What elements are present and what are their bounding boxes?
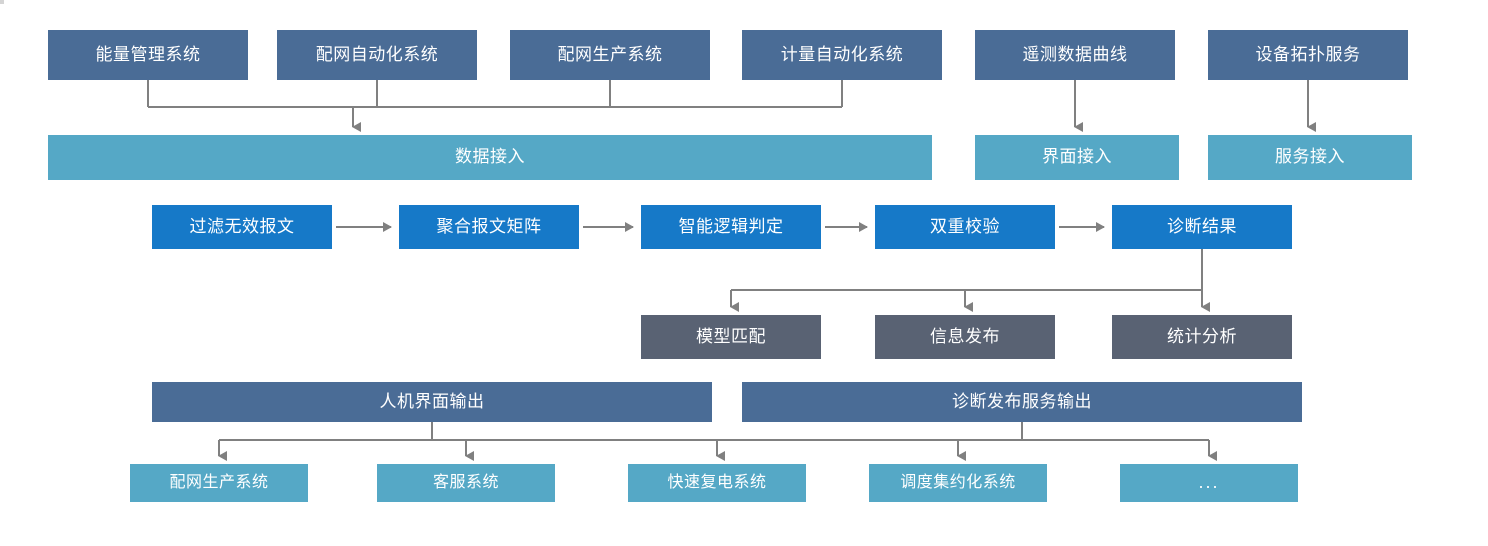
sink-box-more[interactable]: ... [1120,464,1298,502]
analysis-box-label: 信息发布 [930,326,1000,346]
source-label: 配网生产系统 [557,44,663,64]
source-label: 设备拓扑服务 [1255,44,1361,64]
output-bar-label: 诊断发布服务输出 [952,391,1092,411]
pipeline-step-aggregate-message-matrix[interactable]: 聚合报文矩阵 [399,205,579,249]
sink-box-label: 快速复电系统 [667,474,767,492]
access-bar-ui[interactable]: 界面接入 [975,135,1179,180]
access-bar-label: 数据接入 [455,147,525,167]
source-box-distribution-automation[interactable]: 配网自动化系统 [277,30,477,80]
analysis-box-label: 模型匹配 [696,326,766,346]
analysis-box-model-matching[interactable]: 模型匹配 [641,315,821,359]
source-label: 配网自动化系统 [315,44,439,64]
pipeline-step-label: 双重校验 [930,216,1000,236]
pipeline-step-label: 诊断结果 [1167,216,1237,236]
sink-box-customer-service[interactable]: 客服系统 [377,464,555,502]
sink-box-label: 调度集约化系统 [900,474,1016,492]
source-label: 能量管理系统 [95,44,201,64]
pipeline-step-intelligent-logic-judgment[interactable]: 智能逻辑判定 [641,205,821,249]
access-bar-data[interactable]: 数据接入 [48,135,932,180]
sink-box-label: 客服系统 [432,474,499,492]
access-bar-label: 服务接入 [1275,147,1345,167]
sink-box-label: ... [1198,472,1220,493]
source-box-metering-automation[interactable]: 计量自动化系统 [742,30,942,80]
access-bar-service[interactable]: 服务接入 [1208,135,1412,180]
source-label: 遥测数据曲线 [1022,44,1128,64]
analysis-box-statistical-analysis[interactable]: 统计分析 [1112,315,1292,359]
sink-box-dispatch-intensive[interactable]: 调度集约化系统 [869,464,1047,502]
pipeline-step-double-verification[interactable]: 双重校验 [875,205,1055,249]
output-bar-diagnosis-service[interactable]: 诊断发布服务输出 [742,382,1302,422]
pipeline-step-label: 聚合报文矩阵 [436,216,542,236]
sink-box-label: 配网生产系统 [169,474,269,492]
pipeline-step-label: 智能逻辑判定 [678,216,784,236]
analysis-box-label: 统计分析 [1167,326,1237,346]
pipeline-step-label: 过滤无效报文 [189,216,295,236]
source-box-distribution-production[interactable]: 配网生产系统 [510,30,710,80]
output-bar-hmi[interactable]: 人机界面输出 [152,382,712,422]
source-box-device-topology-service[interactable]: 设备拓扑服务 [1208,30,1408,80]
sink-box-distribution-production[interactable]: 配网生产系统 [130,464,308,502]
analysis-box-information-publishing[interactable]: 信息发布 [875,315,1055,359]
pipeline-step-filter-invalid-messages[interactable]: 过滤无效报文 [152,205,332,249]
pipeline-step-diagnosis-result[interactable]: 诊断结果 [1112,205,1292,249]
diagnosis-engine-panel [0,0,4,4]
source-label: 计量自动化系统 [780,44,904,64]
output-bar-label: 人机界面输出 [379,391,485,411]
access-bar-label: 界面接入 [1042,147,1112,167]
source-box-telemetry-curve[interactable]: 遥测数据曲线 [975,30,1175,80]
source-box-energy-management[interactable]: 能量管理系统 [48,30,248,80]
sink-box-rapid-restoration[interactable]: 快速复电系统 [628,464,806,502]
